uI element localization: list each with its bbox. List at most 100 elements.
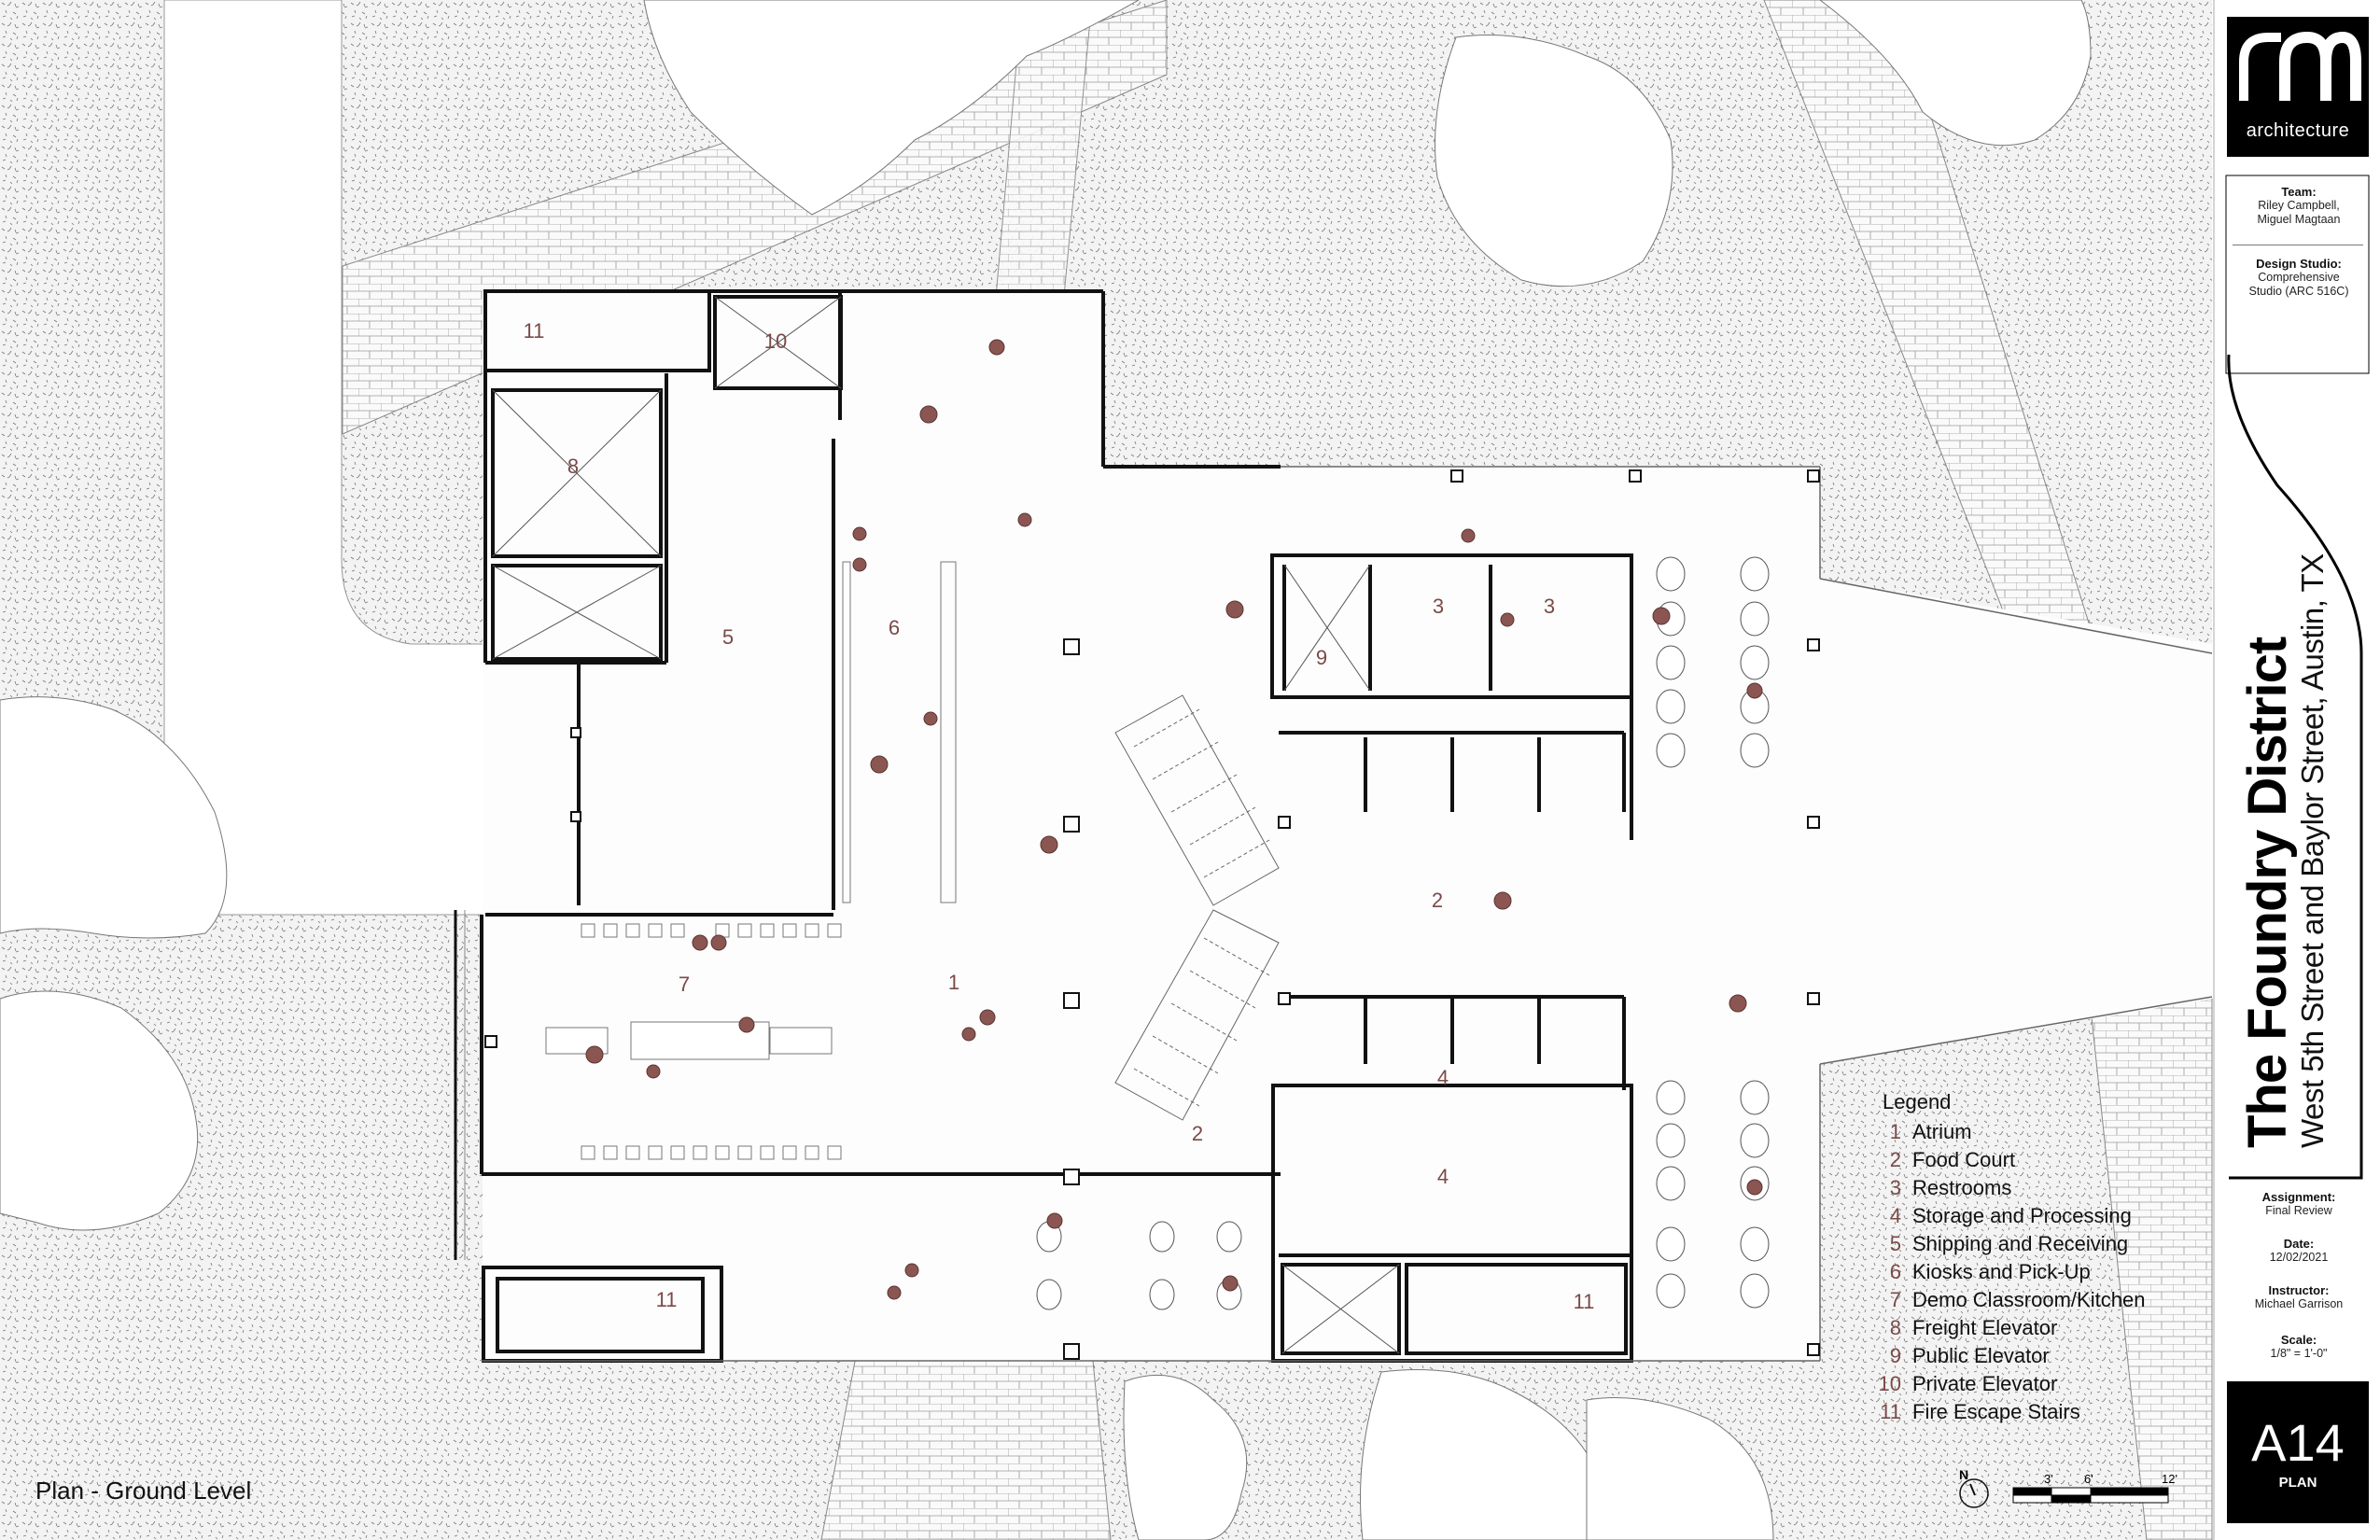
instructor-value: Michael Garrison — [2254, 1297, 2344, 1310]
date-value: 12/02/2021 — [2269, 1251, 2329, 1264]
legend: Legend 1 Atrium 2 Food Court 3 Restrooms 4 Stor… — [1869, 1090, 2146, 1426]
legend-item-number: 1 — [1889, 1120, 1901, 1143]
room-number-5: 5 — [722, 625, 734, 649]
room-number-9: 9 — [1316, 646, 1327, 669]
project-title: The Foundry District — [2237, 637, 2298, 1148]
legend-item-label: Demo Classroom/Kitchen — [1912, 1288, 2146, 1311]
date-info: Date: 12/02/2021 — [2229, 1237, 2369, 1265]
legend-item: 5 Shipping and Receiving — [1869, 1230, 2145, 1258]
assignment-label: Assignment: — [2261, 1190, 2336, 1204]
legend-item-label: Private Elevator — [1912, 1372, 2058, 1395]
legend-item: 7 Demo Classroom/Kitchen — [1869, 1286, 2146, 1314]
legend-item-label: Storage and Processing — [1912, 1204, 2132, 1227]
legend-item-label: Restrooms — [1912, 1176, 2012, 1199]
people-figures — [585, 339, 1763, 1300]
room-number-labels: 1 2 2 3 3 4 4 5 6 7 8 9 10 11 11 11 — [524, 319, 1595, 1313]
legend-item-number: 2 — [1889, 1148, 1901, 1171]
studio-info: Design Studio: Comprehensive Studio (ARC… — [2229, 257, 2369, 299]
sheet-type: PLAN — [2278, 1475, 2317, 1491]
dining-tables — [1036, 556, 1770, 1310]
room-number-10: 10 — [764, 329, 787, 353]
legend-item-number: 11 — [1880, 1400, 1901, 1423]
legend-item-label: Public Elevator — [1912, 1344, 2050, 1367]
scale-label: Scale: — [2280, 1333, 2317, 1347]
scale-tick-12: 12' — [2162, 1472, 2177, 1486]
studio-line-2: Studio (ARC 516C) — [2248, 285, 2349, 298]
legend-item-number: 8 — [1889, 1316, 1901, 1339]
legend-item: 10 Private Elevator — [1869, 1370, 2145, 1398]
legend-item-number: 5 — [1889, 1232, 1901, 1255]
legend-item-number: 10 — [1878, 1372, 1901, 1395]
legend-item: 1 Atrium — [1869, 1118, 2145, 1146]
legend-item: 4 Storage and Processing — [1869, 1202, 2145, 1230]
room-number-3: 3 — [1544, 595, 1555, 618]
studio-line-1: Comprehensive — [2258, 271, 2340, 284]
north-label: N — [1959, 1467, 1968, 1482]
legend-item-label: Food Court — [1912, 1148, 2016, 1171]
project-title-block: The Foundry District West 5th Street and… — [2237, 553, 2330, 1148]
room-number-11: 11 — [656, 1288, 678, 1311]
legend-item-label: Freight Elevator — [1912, 1316, 2058, 1339]
scale-info: Scale: 1/8" = 1'-0" — [2229, 1333, 2369, 1361]
studio-label: Design Studio: — [2256, 257, 2342, 271]
scale-value: 1/8" = 1'-0" — [2270, 1347, 2328, 1360]
room-number-8: 8 — [567, 455, 579, 478]
legend-item-label: Kiosks and Pick-Up — [1912, 1260, 2091, 1283]
date-label: Date: — [2283, 1237, 2315, 1251]
room-number-3: 3 — [1433, 595, 1444, 618]
room-number-11: 11 — [1574, 1290, 1595, 1313]
legend-title: Legend — [1883, 1090, 1952, 1113]
plan-title: Plan - Ground Level — [35, 1477, 252, 1505]
central-stair — [1114, 694, 1280, 1121]
team-info: Team: Riley Campbell, Miguel Magtaan — [2229, 185, 2369, 227]
legend-item: 11 Fire Escape Stairs — [1869, 1398, 2145, 1426]
team-member-1: Riley Campbell, — [2258, 199, 2340, 212]
rm-monogram-icon — [2239, 31, 2361, 101]
firm-logo: architecture — [2227, 17, 2369, 157]
scale-tick-6: 6' — [2084, 1472, 2093, 1486]
legend-item: 8 Freight Elevator — [1869, 1314, 2145, 1342]
assignment-value: Final Review — [2265, 1204, 2332, 1217]
room-number-6: 6 — [889, 616, 900, 639]
sheet-letter: A — [2251, 1413, 2287, 1472]
legend-item-label: Shipping and Receiving — [1912, 1232, 2129, 1255]
room-number-1: 1 — [948, 971, 959, 994]
north-arrow-icon — [1959, 1478, 1989, 1508]
graphic-scale-bar — [2012, 1487, 2169, 1504]
room-number-11: 11 — [524, 319, 545, 343]
scale-tick-3: 3' — [2044, 1472, 2053, 1486]
title-block-frame — [2213, 0, 2370, 1540]
team-label: Team: — [2281, 185, 2317, 199]
legend-item-number: 6 — [1889, 1260, 1901, 1283]
room-number-4: 4 — [1437, 1165, 1449, 1188]
team-member-2: Miguel Magtaan — [2257, 213, 2341, 226]
room-number-2: 2 — [1192, 1122, 1203, 1145]
structural-columns — [484, 469, 1820, 1360]
legend-item-number: 3 — [1889, 1176, 1901, 1199]
instructor-label: Instructor: — [2268, 1283, 2330, 1297]
assignment-info: Assignment: Final Review — [2229, 1190, 2369, 1218]
legend-item: 2 Food Court — [1869, 1146, 2145, 1174]
kitchen-islands — [545, 1021, 833, 1060]
building-floor — [483, 291, 2212, 1361]
room-number-4: 4 — [1437, 1066, 1449, 1089]
room-number-2: 2 — [1432, 889, 1443, 912]
sheet-number: 14 — [2286, 1413, 2345, 1472]
legend-item-label: Fire Escape Stairs — [1912, 1400, 2080, 1423]
kiosk-counters — [842, 561, 957, 903]
legend-item: 3 Restrooms — [1869, 1174, 2145, 1202]
legend-item: 6 Kiosks and Pick-Up — [1869, 1258, 2145, 1286]
logo-wordmark: architecture — [2246, 120, 2350, 141]
walls — [454, 289, 2213, 1363]
legend-item-number: 9 — [1889, 1344, 1901, 1367]
legend-item: 9 Public Elevator — [1869, 1342, 2145, 1370]
legend-item-label: Atrium — [1912, 1120, 1972, 1143]
project-address: West 5th Street and Baylor Street, Austi… — [2295, 553, 2330, 1148]
classroom-stools — [581, 923, 842, 1160]
legend-item-number: 7 — [1889, 1288, 1901, 1311]
legend-item-number: 4 — [1889, 1204, 1901, 1227]
room-number-7: 7 — [679, 973, 690, 996]
instructor-info: Instructor: Michael Garrison — [2229, 1283, 2369, 1311]
elevator-shafts — [492, 296, 1400, 1354]
